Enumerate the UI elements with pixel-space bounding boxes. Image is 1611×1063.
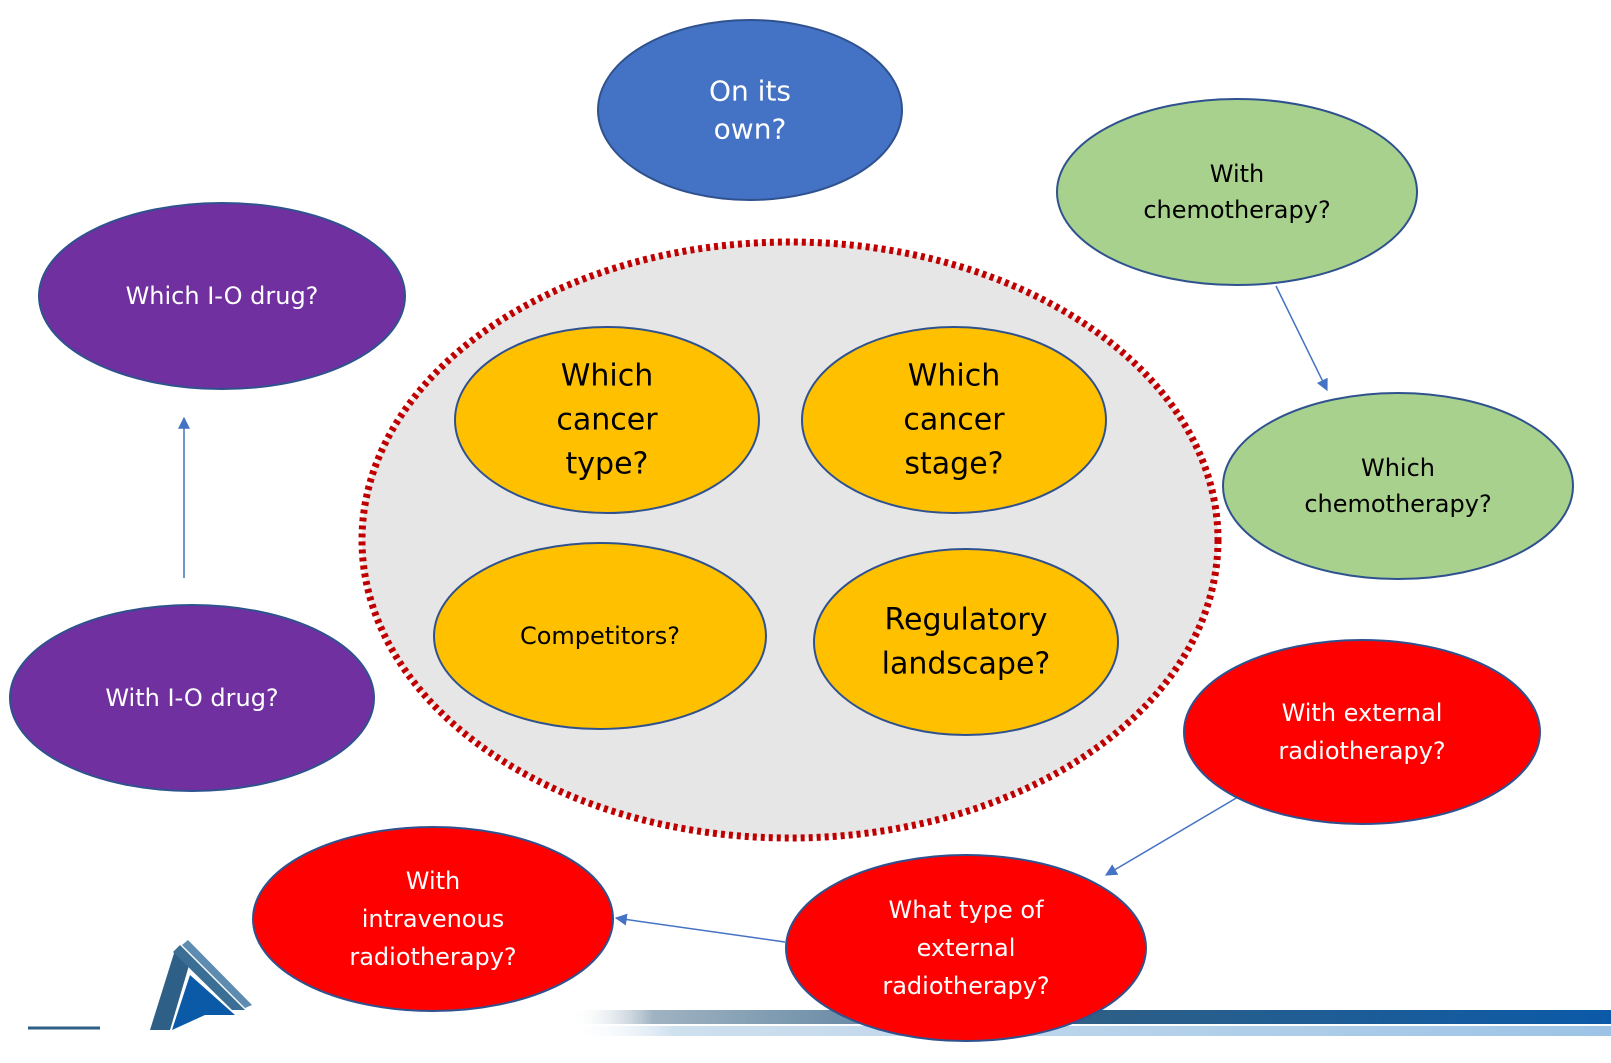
node-label-line: Competitors? — [520, 622, 680, 650]
node-cancer-type: Which cancer type? — [454, 326, 760, 514]
core-questions-ring — [358, 238, 1222, 842]
footer-bar — [570, 1010, 1611, 1036]
node-with-external-radio: With external radiotherapy? — [1183, 639, 1541, 825]
node-regulatory: Regulatory landscape? — [813, 548, 1119, 736]
node-label-line: What type of — [888, 896, 1044, 924]
node-label-line: Regulatory — [885, 603, 1048, 638]
node-label-line: radiotherapy? — [882, 972, 1049, 1000]
arrow-with_chemo-to-which_chemo — [1275, 285, 1328, 392]
node-label-line: With external — [1282, 699, 1443, 727]
node-label-line: Which — [908, 359, 1001, 394]
arrow-with_external_radio-to-type_external_radio — [1104, 796, 1239, 876]
node-label-line: landscape? — [882, 647, 1051, 682]
node-label-line: With — [406, 867, 461, 895]
node-label-line: intravenous — [362, 905, 504, 933]
company-logo-icon — [28, 940, 252, 1030]
node-competitors: Competitors? — [433, 542, 767, 730]
node-which-chemo: Which chemotherapy? — [1222, 392, 1574, 580]
node-label-line: With I-O drug? — [105, 684, 278, 712]
node-label-line: own? — [714, 113, 787, 146]
node-shape — [785, 854, 1147, 1042]
node-label-line: On its — [709, 75, 791, 108]
node-shape — [1183, 639, 1541, 825]
node-shape — [252, 826, 614, 1012]
node-label-line: external — [917, 934, 1016, 962]
edges — [178, 285, 1328, 943]
node-label-line: chemotherapy? — [1143, 196, 1330, 224]
node-which-io-drug: Which I-O drug? — [38, 202, 406, 390]
node-shape — [9, 604, 375, 792]
node-shape — [1222, 392, 1574, 580]
node-label-line: Which — [561, 359, 654, 394]
node-shape — [1056, 98, 1418, 286]
node-shape — [813, 548, 1119, 736]
node-shape — [801, 326, 1107, 514]
node-shape — [454, 326, 760, 514]
node-on-its-own: On its own? — [597, 19, 903, 201]
node-label-line: With — [1210, 160, 1265, 188]
node-label-line: Which — [1361, 454, 1435, 482]
node-with-io-drug: With I-O drug? — [9, 604, 375, 792]
node-label-line: type? — [566, 447, 649, 482]
node-label-line: cancer — [903, 403, 1005, 438]
node-label-line: cancer — [556, 403, 658, 438]
node-shape — [597, 19, 903, 201]
node-with-iv-radio: With intravenous radiotherapy? — [252, 826, 614, 1012]
node-shape — [433, 542, 767, 730]
node-label-line: stage? — [904, 447, 1003, 482]
node-label-line: chemotherapy? — [1304, 490, 1491, 518]
node-label-line: Which I-O drug? — [126, 282, 319, 310]
node-with-chemo: With chemotherapy? — [1056, 98, 1418, 286]
arrow-type_external_radio-to-with_iv_radio — [614, 913, 786, 943]
node-shape — [38, 202, 406, 390]
node-type-external-radio: What type of external radiotherapy? — [785, 854, 1147, 1042]
node-label-line: radiotherapy? — [349, 943, 516, 971]
node-label-line: radiotherapy? — [1278, 737, 1445, 765]
node-cancer-stage: Which cancer stage? — [801, 326, 1107, 514]
